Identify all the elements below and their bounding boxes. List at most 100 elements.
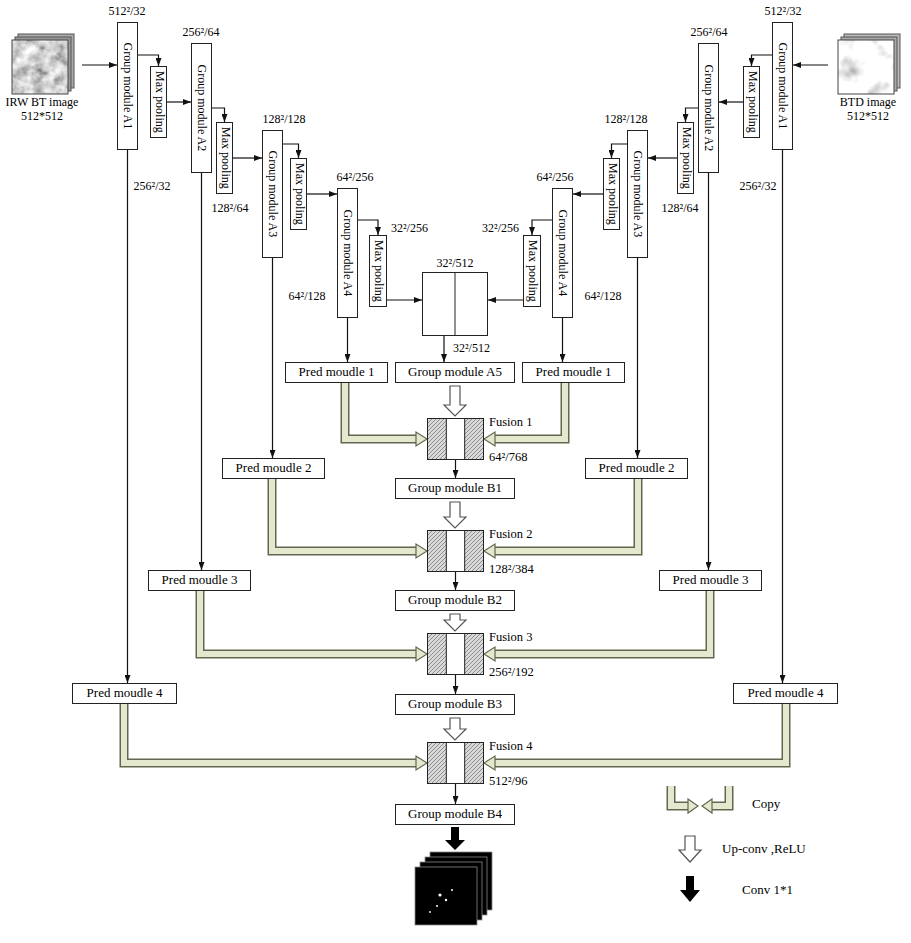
box-label: Group module A1 (776, 43, 790, 130)
copy-tube (671, 786, 688, 806)
box-label: 512²/96 (487, 774, 529, 788)
connector-group (358, 220, 378, 235)
box-label: BTD image 512*512 (828, 96, 908, 124)
copy-arrow-head (484, 544, 495, 558)
segment-divider (446, 531, 447, 571)
connector-group (719, 102, 743, 103)
module-box: Pred moudle 2 (585, 458, 688, 479)
copy-arrow-head (484, 647, 495, 661)
box-label: Fusion 1 (487, 415, 534, 429)
mask-dot (438, 893, 441, 896)
flow-arrow (573, 193, 603, 194)
flow-arrow (708, 173, 709, 570)
image-texture (838, 40, 894, 94)
module-box: Pred moudle 3 (148, 570, 251, 591)
legend-copy-symbol (671, 786, 729, 813)
fusion-shape (428, 743, 483, 783)
hatched-segment (428, 531, 446, 571)
box-label: Group module A3 (266, 151, 280, 238)
connector-group (167, 102, 191, 103)
module-box: Group module A4 (337, 188, 358, 318)
hatched-segment (465, 743, 483, 783)
copy-arrow-head (416, 647, 427, 661)
connector-group (233, 158, 262, 159)
flow-arrow (212, 108, 225, 122)
segment-divider (446, 419, 447, 459)
flow-arrow (488, 299, 523, 300)
box-label: Group module A4 (556, 210, 570, 297)
segment-divider (464, 419, 465, 459)
module-box: Group module B2 (395, 590, 515, 611)
box-label: Group module A2 (195, 65, 209, 152)
flow-arrow (387, 299, 422, 300)
fusion-shape (428, 419, 483, 459)
copy-arrow-fill (494, 704, 786, 763)
connector-group (307, 194, 337, 195)
connector-group (612, 144, 628, 158)
dimension-label: 128²/64 (211, 202, 250, 216)
connector-group (124, 704, 427, 770)
module-box: Group module B4 (395, 804, 515, 825)
hatched-segment (428, 419, 446, 459)
copy-tube (712, 786, 729, 806)
box-label: Pred moudle 2 (599, 461, 675, 476)
dimension-label: 32²/256 (481, 222, 520, 236)
copy-arrow-fill (200, 591, 417, 654)
mask-dot (445, 899, 447, 901)
module-box: Max pooling (743, 66, 760, 138)
hatched-segment (428, 743, 446, 783)
copy-head (688, 799, 698, 813)
dimension-label: 128²/128 (262, 113, 307, 127)
box-label: Pred moudle 3 (162, 573, 238, 588)
concat-box: 32²/512 (422, 272, 488, 336)
connector-group (562, 318, 563, 362)
module-box: Max pooling (677, 122, 694, 194)
flow-arrow (455, 675, 456, 694)
flow-arrow (793, 64, 828, 65)
module-box: Max pooling (150, 66, 167, 138)
copy-arrow-head (484, 432, 495, 446)
flow-arrow (686, 108, 699, 122)
box-label: Fusion 2 (487, 527, 534, 541)
box-label: Group module A3 (631, 151, 645, 238)
connector-group (444, 502, 466, 528)
module-box: Pred moudle 4 (733, 683, 838, 704)
flow-arrow (455, 460, 456, 478)
flow-arrow (167, 101, 191, 102)
module-box: Max pooling (216, 122, 233, 194)
flow-arrow (307, 193, 337, 194)
concat-divider (455, 273, 456, 335)
segment-divider (464, 531, 465, 571)
connector-group (793, 65, 828, 66)
flow-arrow (233, 157, 262, 158)
hatched-segment (465, 634, 483, 674)
copy-arrow (200, 591, 417, 654)
connector-group (686, 108, 699, 122)
connector-group (455, 784, 456, 804)
copy-head (702, 799, 712, 813)
module-box: Pred moudle 4 (72, 683, 177, 704)
module-box: Group module A1 (772, 22, 793, 150)
connector-group (455, 572, 456, 590)
flow-arrow (637, 258, 638, 458)
dimension-label: 256²/64 (690, 26, 729, 40)
copy-arrow-head (416, 432, 427, 446)
segment-divider (446, 743, 447, 783)
legend-text: Up-conv ,ReLU (722, 842, 806, 857)
connector-group (573, 194, 603, 195)
upconv-arrow (444, 502, 466, 528)
module-box: Pred moudle 3 (659, 570, 762, 591)
box-label: Group module A2 (702, 65, 716, 152)
flow-arrow (358, 220, 378, 235)
fusion-box: Fusion 2128²/384 (427, 530, 484, 572)
mask-dot (451, 889, 453, 891)
dimension-label: 128²/64 (661, 202, 700, 216)
connector-group (387, 300, 422, 301)
box-label: 64²/768 (487, 450, 529, 464)
dimension-label: 256²/64 (182, 26, 221, 40)
connector-group (82, 65, 117, 66)
copy-arrow-fill (345, 383, 417, 439)
flow-arrow (272, 258, 273, 458)
box-label: Pred moudle 3 (673, 573, 749, 588)
